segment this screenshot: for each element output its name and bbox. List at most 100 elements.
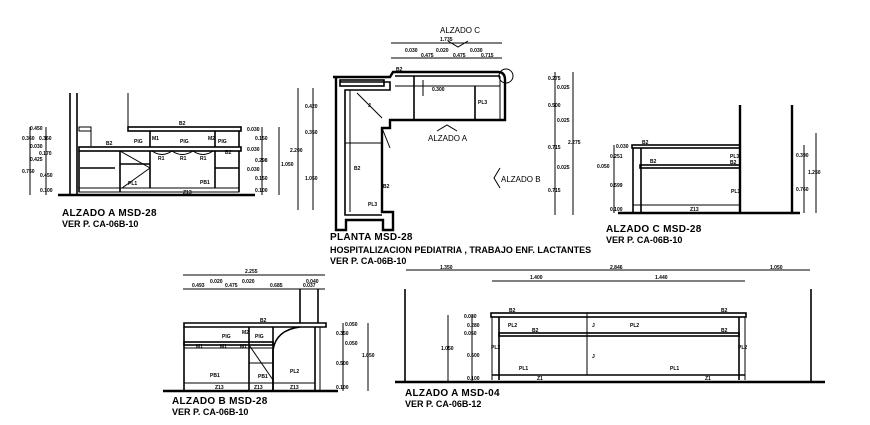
svg-text:0.100: 0.100 <box>40 188 53 194</box>
svg-text:0.100: 0.100 <box>336 385 349 391</box>
svg-text:2.846: 2.846 <box>610 265 623 271</box>
svg-text:0.715: 0.715 <box>548 188 561 194</box>
label-b2-top: B2 <box>179 121 186 127</box>
svg-text:Z13: Z13 <box>215 385 224 391</box>
svg-text:0.475: 0.475 <box>421 53 434 59</box>
svg-text:PL1: PL1 <box>519 366 528 372</box>
svg-text:0.020: 0.020 <box>210 279 223 285</box>
svg-text:B2: B2 <box>642 140 649 146</box>
svg-text:0.025: 0.025 <box>557 85 570 91</box>
svg-text:0.500: 0.500 <box>548 103 561 109</box>
svg-text:1.400: 1.400 <box>530 275 543 281</box>
elevation-c-msd28: B2 B2 B2 PL3 PL1 Z13 0.030 0.251 0.050 0… <box>597 105 821 245</box>
svg-text:B2: B2 <box>260 318 267 324</box>
svg-text:0.390: 0.390 <box>796 153 809 159</box>
label-r1a: R1 <box>158 156 165 162</box>
label-r1c: R1 <box>200 156 207 162</box>
svg-text:0.251: 0.251 <box>610 154 623 160</box>
label-m1: M1 <box>152 136 159 142</box>
svg-text:1.050: 1.050 <box>770 265 783 271</box>
svg-text:0.360: 0.360 <box>22 136 35 142</box>
svg-text:PL3: PL3 <box>368 202 377 208</box>
label-pig-mid: PIG <box>180 139 189 145</box>
svg-text:0.750: 0.750 <box>22 169 35 175</box>
title-alzado-a-msd04: ALZADO A MSD-04 <box>405 388 500 399</box>
svg-text:0.020: 0.020 <box>242 279 255 285</box>
svg-text:0.100: 0.100 <box>255 188 268 194</box>
svg-text:B2: B2 <box>721 328 728 334</box>
svg-text:Z1: Z1 <box>705 376 711 382</box>
svg-text:1.050: 1.050 <box>305 176 318 182</box>
svg-text:0.030: 0.030 <box>30 144 43 150</box>
svg-text:PL2: PL2 <box>491 345 500 351</box>
svg-text:B2: B2 <box>509 308 516 314</box>
svg-text:0.715: 0.715 <box>548 145 561 151</box>
label-pig-left: PIG <box>134 139 143 145</box>
right-dimension-chain: 0.030 0.150 0.030 0.298 0.030 0.150 0.10… <box>247 127 294 194</box>
svg-text:0.050: 0.050 <box>464 331 477 337</box>
svg-text:0.030: 0.030 <box>405 48 418 54</box>
svg-text:Z13: Z13 <box>290 385 299 391</box>
svg-text:0.150: 0.150 <box>255 176 268 182</box>
svg-text:0.760: 0.760 <box>796 187 809 193</box>
svg-text:0.100: 0.100 <box>467 376 480 382</box>
svg-text:PIG: PIG <box>255 334 264 340</box>
svg-text:B2: B2 <box>396 67 403 73</box>
svg-text:0.020: 0.020 <box>436 48 449 54</box>
label-pb1: PB1 <box>200 180 210 186</box>
ref-planta: VER P. CA-06B-10 <box>330 256 406 266</box>
svg-text:0.050: 0.050 <box>345 341 358 347</box>
svg-text:J: J <box>592 354 595 360</box>
svg-text:0.170: 0.170 <box>39 151 52 157</box>
svg-text:PL2: PL2 <box>508 323 517 329</box>
svg-text:0.100: 0.100 <box>610 207 623 213</box>
svg-text:PB1: PB1 <box>210 373 220 379</box>
svg-text:0.030: 0.030 <box>247 167 260 173</box>
left-dimension-chain: 0.450 0.360 0.360 0.030 0.170 0.425 0.75… <box>22 126 53 194</box>
svg-text:0.350: 0.350 <box>336 331 349 337</box>
svg-text:0.280: 0.280 <box>467 323 480 329</box>
svg-text:0.475: 0.475 <box>225 283 238 289</box>
svg-text:0.030: 0.030 <box>247 147 260 153</box>
svg-text:1.440: 1.440 <box>655 275 668 281</box>
elevation-b-msd28: 2.255 0.493 0.020 0.475 0.020 0.685 0.03… <box>163 269 375 417</box>
svg-text:J: J <box>592 323 595 329</box>
marker-alzado-b: ALZADO B <box>501 175 541 184</box>
svg-text:B2: B2 <box>383 184 390 190</box>
svg-text:0.425: 0.425 <box>30 157 43 163</box>
svg-text:Z1: Z1 <box>537 376 543 382</box>
svg-text:Z13: Z13 <box>690 207 699 213</box>
svg-text:1.250: 1.250 <box>808 170 821 176</box>
svg-text:M2: M2 <box>242 330 249 336</box>
svg-text:B2: B2 <box>650 159 657 165</box>
svg-text:0.350: 0.350 <box>305 130 318 136</box>
svg-text:PL1: PL1 <box>670 366 679 372</box>
svg-text:PL2: PL2 <box>738 345 747 351</box>
svg-text:B2: B2 <box>721 308 728 314</box>
svg-text:B2: B2 <box>354 166 361 172</box>
svg-text:0.025: 0.025 <box>557 165 570 171</box>
svg-text:PL2: PL2 <box>290 369 299 375</box>
svg-text:0.493: 0.493 <box>192 283 205 289</box>
svg-text:1.735: 1.735 <box>440 37 453 43</box>
svg-text:0.030: 0.030 <box>247 127 260 133</box>
svg-text:1.050: 1.050 <box>441 346 454 352</box>
svg-text:PB1: PB1 <box>258 374 268 380</box>
plan-msd28: ALZADO C 1.735 0.030 0.475 0.020 0.475 0… <box>290 26 591 266</box>
svg-text:1.050: 1.050 <box>362 353 375 359</box>
svg-text:0.600: 0.600 <box>467 353 480 359</box>
svg-text:0.450: 0.450 <box>40 173 53 179</box>
title-alzado-b-msd28: ALZADO B MSD-28 <box>172 396 268 407</box>
marker-alzado-c: ALZADO C <box>440 26 480 35</box>
label-r1b: R1 <box>180 156 187 162</box>
svg-text:PL2: PL2 <box>630 323 639 329</box>
ref-alzado-a-msd28: VER P. CA-06B-10 <box>62 219 138 229</box>
svg-text:0.030: 0.030 <box>464 314 477 320</box>
svg-text:B2: B2 <box>532 328 539 334</box>
svg-text:0.420: 0.420 <box>305 104 318 110</box>
svg-text:0.037: 0.037 <box>303 283 316 289</box>
title-alzado-a-msd28: ALZADO A MSD-28 <box>62 208 157 219</box>
svg-text:2.200: 2.200 <box>290 148 303 154</box>
vertical-dimension-set: 0.275 0.025 0.500 0.025 0.715 0.025 0.71… <box>548 72 581 215</box>
ref-alzado-a-msd04: VER P. CA-06B-12 <box>405 399 481 409</box>
